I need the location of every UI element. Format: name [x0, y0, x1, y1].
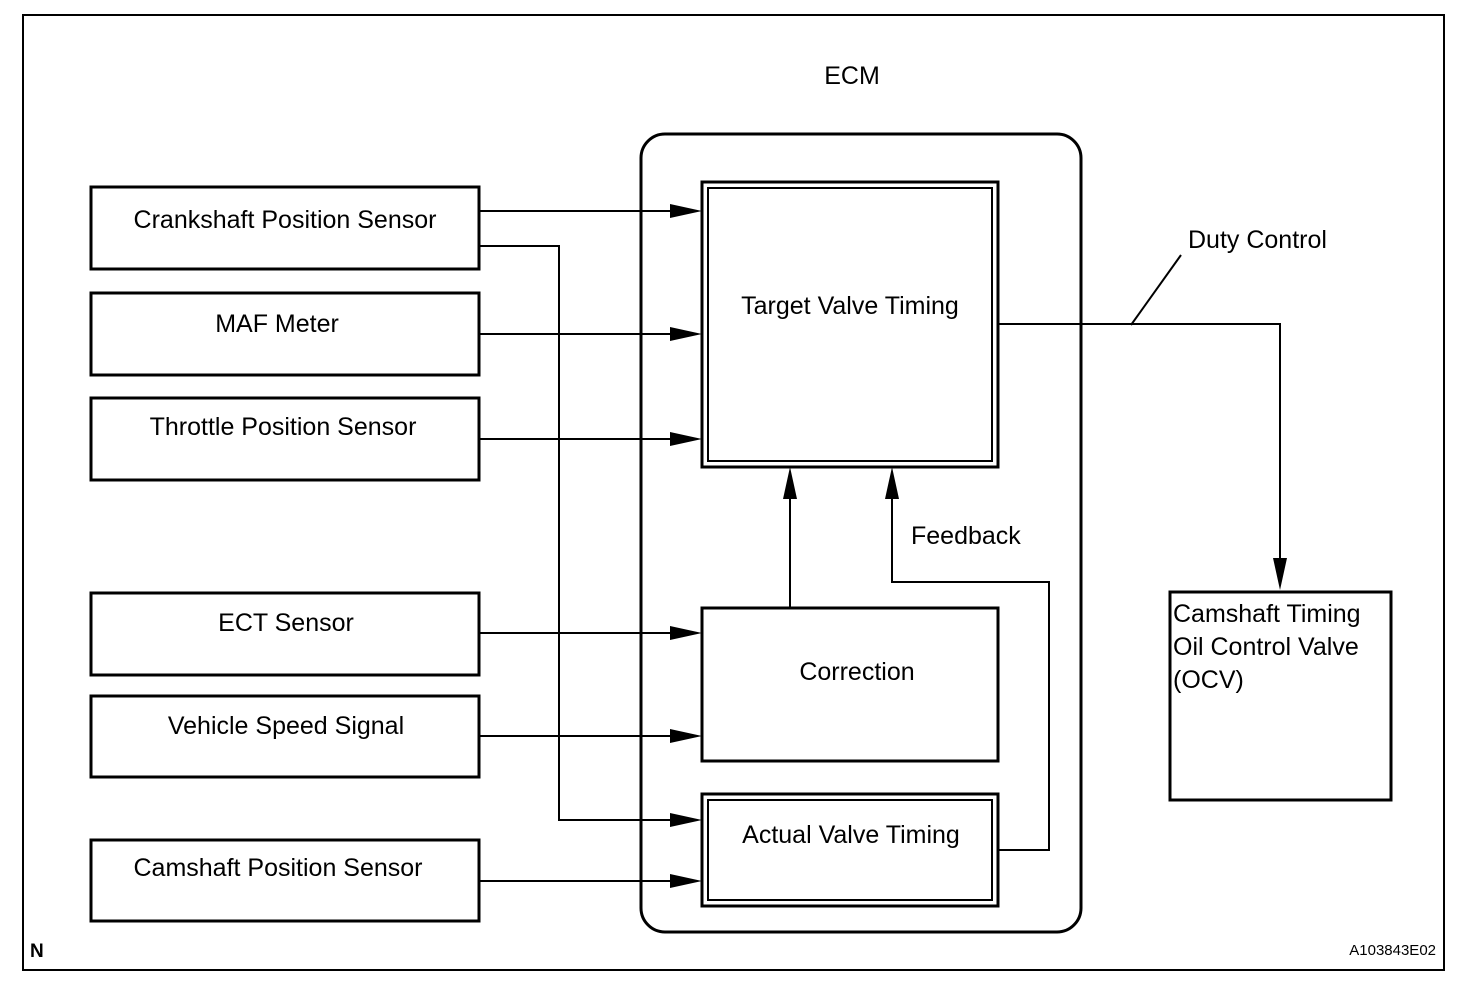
- ecm-label: ECM: [824, 62, 880, 90]
- outer-frame: [22, 14, 1445, 971]
- duty-control-label: Duty Control: [1188, 226, 1327, 254]
- camshaft-label: Camshaft Position Sensor: [133, 854, 422, 882]
- input-camshaft-position-sensor: Camshaft Position Sensor: [89, 838, 481, 923]
- throttle-label: Throttle Position Sensor: [150, 413, 417, 441]
- output-ocv: Camshaft Timing Oil Control Valve (OCV): [1168, 590, 1393, 802]
- figure-code: A103843E02: [1349, 942, 1436, 959]
- input-throttle-position-sensor: Throttle Position Sensor: [89, 396, 481, 482]
- block-actual-valve-timing: Actual Valve Timing: [700, 792, 1000, 908]
- ocv-line-1: Camshaft Timing: [1173, 600, 1361, 628]
- target-valve-timing-label: Target Valve Timing: [741, 292, 959, 320]
- vehicle-speed-label: Vehicle Speed Signal: [168, 712, 404, 740]
- actual-valve-timing-label: Actual Valve Timing: [742, 821, 960, 849]
- crankshaft-label: Crankshaft Position Sensor: [134, 206, 437, 234]
- block-target-valve-timing: Target Valve Timing: [700, 180, 1000, 469]
- connections: [479, 204, 1287, 888]
- ocv-line-3: (OCV): [1173, 666, 1244, 694]
- input-maf-meter: MAF Meter: [89, 291, 481, 377]
- maf-label: MAF Meter: [215, 310, 339, 338]
- correction-label: Correction: [799, 658, 914, 686]
- feedback-label: Feedback: [911, 522, 1021, 550]
- ecm-container: [639, 132, 1083, 934]
- input-vehicle-speed-signal: Vehicle Speed Signal: [89, 694, 481, 779]
- corner-mark: N: [30, 941, 44, 962]
- input-ect-sensor: ECT Sensor: [89, 591, 481, 677]
- ocv-line-2: Oil Control Valve: [1173, 633, 1359, 661]
- input-crankshaft-position-sensor: Crankshaft Position Sensor: [89, 185, 481, 271]
- ect-label: ECT Sensor: [218, 609, 354, 637]
- block-correction: Correction: [700, 606, 1000, 763]
